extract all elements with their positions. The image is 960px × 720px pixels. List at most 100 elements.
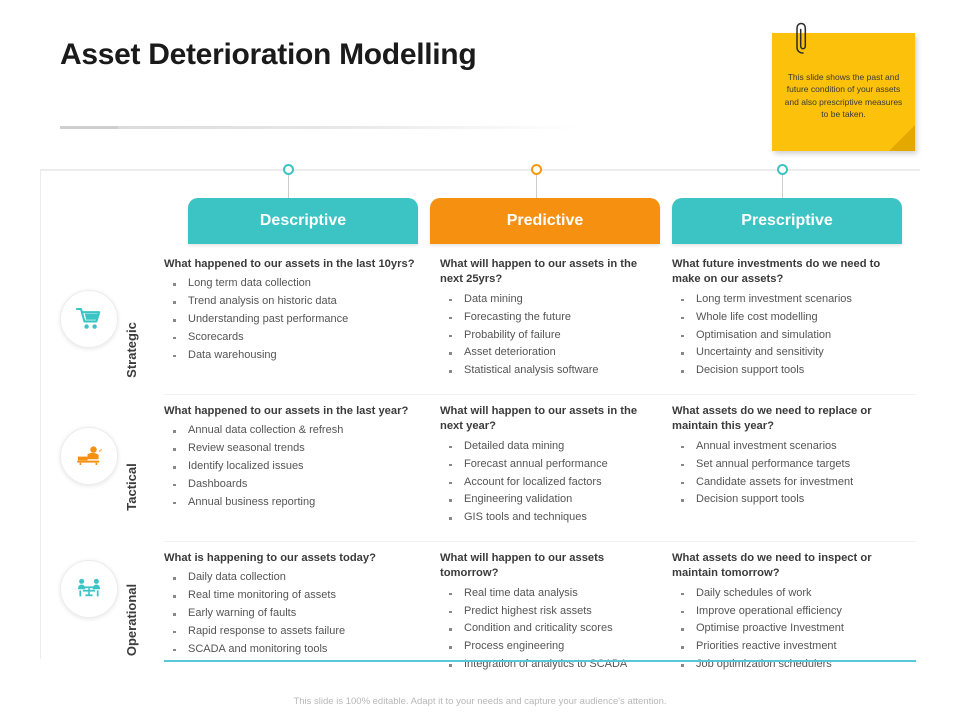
bullet-item: Set annual performance targets: [672, 456, 902, 474]
bullet-item: Job optimization schedulers: [672, 656, 902, 674]
matrix-cell: What will happen to our assets in the ne…: [440, 395, 672, 541]
bullet-item: Process engineering: [440, 638, 658, 656]
bullet-item: Annual investment scenarios: [672, 438, 902, 456]
cell-question: What is happening to our assets today?: [164, 551, 376, 564]
matrix-table: What happened to our assets in the last …: [164, 248, 916, 688]
people-at-table-icon: [78, 578, 100, 597]
bullet-item: Integration of analytics to SCADA: [440, 656, 658, 674]
matrix-cell: What assets do we need to replace or mai…: [672, 395, 916, 541]
title-block: Asset Deterioration Modelling: [60, 38, 580, 129]
bullet-item: GIS tools and techniques: [440, 509, 658, 527]
bullet-item: Real time data analysis: [440, 585, 658, 603]
title-underline: [60, 126, 580, 129]
bullet-item: Forecasting the future: [440, 309, 658, 327]
bullet-item: Decision support tools: [672, 491, 902, 509]
connector-stem: [536, 175, 537, 203]
bullet-item: Probability of failure: [440, 327, 658, 345]
matrix-cell: What happened to our assets in the last …: [164, 395, 440, 541]
cell-question: What will happen to our assets in the ne…: [440, 404, 638, 433]
bullet-item: Predict highest risk assets: [440, 603, 658, 621]
matrix-cell: What assets do we need to inspect or mai…: [672, 542, 916, 688]
bullet-item: Annual business reporting: [164, 494, 426, 512]
paperclip-icon: [796, 22, 807, 54]
row-label-text: Strategic: [124, 322, 139, 378]
bullet-item: Forecast annual performance: [440, 456, 658, 474]
cell-question: What future investments do we need to ma…: [672, 258, 881, 286]
connector-dot-icon: [777, 164, 788, 175]
bullet-item: Understanding past performance: [164, 311, 426, 329]
bullet-item: Review seasonal trends: [164, 440, 426, 458]
column-header-descriptive[interactable]: Descriptive: [188, 198, 418, 244]
row-icon-circle: [60, 560, 118, 618]
shopping-cart-icon: [76, 307, 101, 329]
cell-question: What assets do we need to inspect or mai…: [672, 551, 872, 580]
matrix-cell: What future investments do we need to ma…: [672, 248, 916, 394]
matrix-row: What happened to our assets in the last …: [164, 248, 916, 394]
bullet-item: Statistical analysis software: [440, 362, 658, 380]
row-label-operational: Operational: [60, 560, 139, 656]
left-axis-line: [40, 169, 41, 659]
bullet-item: Priorities reactive investment: [672, 638, 902, 656]
row-label-tactical: Tactical: [60, 427, 139, 511]
cell-question: What will happen to our assets tomorrow?: [440, 551, 605, 580]
bullet-item: Uncertainty and sensitivity: [672, 344, 902, 362]
column-header-predictive[interactable]: Predictive: [430, 198, 660, 244]
bullet-item: Improve operational efficiency: [672, 603, 902, 621]
cell-question: What happened to our assets in the last …: [164, 258, 415, 270]
matrix-cell: What happened to our assets in the last …: [164, 248, 440, 394]
column-header-label: Prescriptive: [741, 212, 833, 229]
bullet-item: Real time monitoring of assets: [164, 587, 426, 605]
bullet-item: Dashboards: [164, 476, 426, 494]
bullet-item: Asset deterioration: [440, 344, 658, 362]
row-label-text: Operational: [124, 583, 139, 657]
bullet-item: Identify localized issues: [164, 458, 426, 476]
connector-stem: [782, 175, 783, 203]
footer-note: This slide is 100% editable. Adapt it to…: [293, 696, 667, 707]
bullet-item: Daily schedules of work: [672, 585, 902, 603]
bullet-item: Early warning of faults: [164, 605, 426, 623]
sticky-note: This slide shows the past and future con…: [772, 22, 915, 151]
connector-dot-icon: [531, 164, 542, 175]
bullet-item: Data mining: [440, 291, 658, 309]
bullet-item: Daily data collection: [164, 569, 426, 587]
bullet-item: Trend analysis on historic data: [164, 293, 426, 311]
matrix-cell: What is happening to our assets today? Da…: [164, 542, 440, 688]
title-underline-accent: [60, 126, 118, 129]
matrix-row: What happened to our assets in the last …: [164, 393, 916, 541]
row-label-strategic: Strategic: [60, 290, 139, 378]
matrix-cell: What will happen to our assets in the ne…: [440, 248, 672, 394]
page-title: Asset Deterioration Modelling: [60, 38, 477, 71]
table-bottom-rule: [164, 660, 916, 662]
bullet-item: Account for localized factors: [440, 474, 658, 492]
cell-question: What happened to our assets in the last …: [164, 404, 409, 417]
cell-question: What will happen to our assets in the ne…: [440, 258, 638, 286]
bullet-item: Candidate assets for investment: [672, 474, 902, 492]
person-lounge-icon: [77, 446, 103, 465]
timeline-rule: [40, 169, 920, 171]
bullet-item: Detailed data mining: [440, 438, 658, 456]
sticky-note-text: This slide shows the past and future con…: [784, 72, 903, 119]
bullet-item: Condition and criticality scores: [440, 620, 658, 638]
sticky-note-fold: [889, 125, 915, 151]
cell-question: What assets do we need to replace or mai…: [672, 404, 872, 433]
row-icon-circle: [60, 427, 118, 485]
bullet-item: SCADA and monitoring tools: [164, 641, 426, 659]
bullet-item: Data warehousing: [164, 347, 426, 365]
matrix-row: What is happening to our assets today? Da…: [164, 540, 916, 688]
column-header-prescriptive[interactable]: Prescriptive: [672, 198, 902, 244]
bullet-item: Optimise proactive Investment: [672, 620, 902, 638]
row-label-text: Tactical: [124, 463, 139, 511]
bullet-item: Engineering validation: [440, 491, 658, 509]
bullet-item: Decision support tools: [672, 362, 902, 380]
bullet-item: Optimisation and simulation: [672, 327, 902, 345]
bullet-item: Scorecards: [164, 329, 426, 347]
connector-stem: [288, 175, 289, 203]
